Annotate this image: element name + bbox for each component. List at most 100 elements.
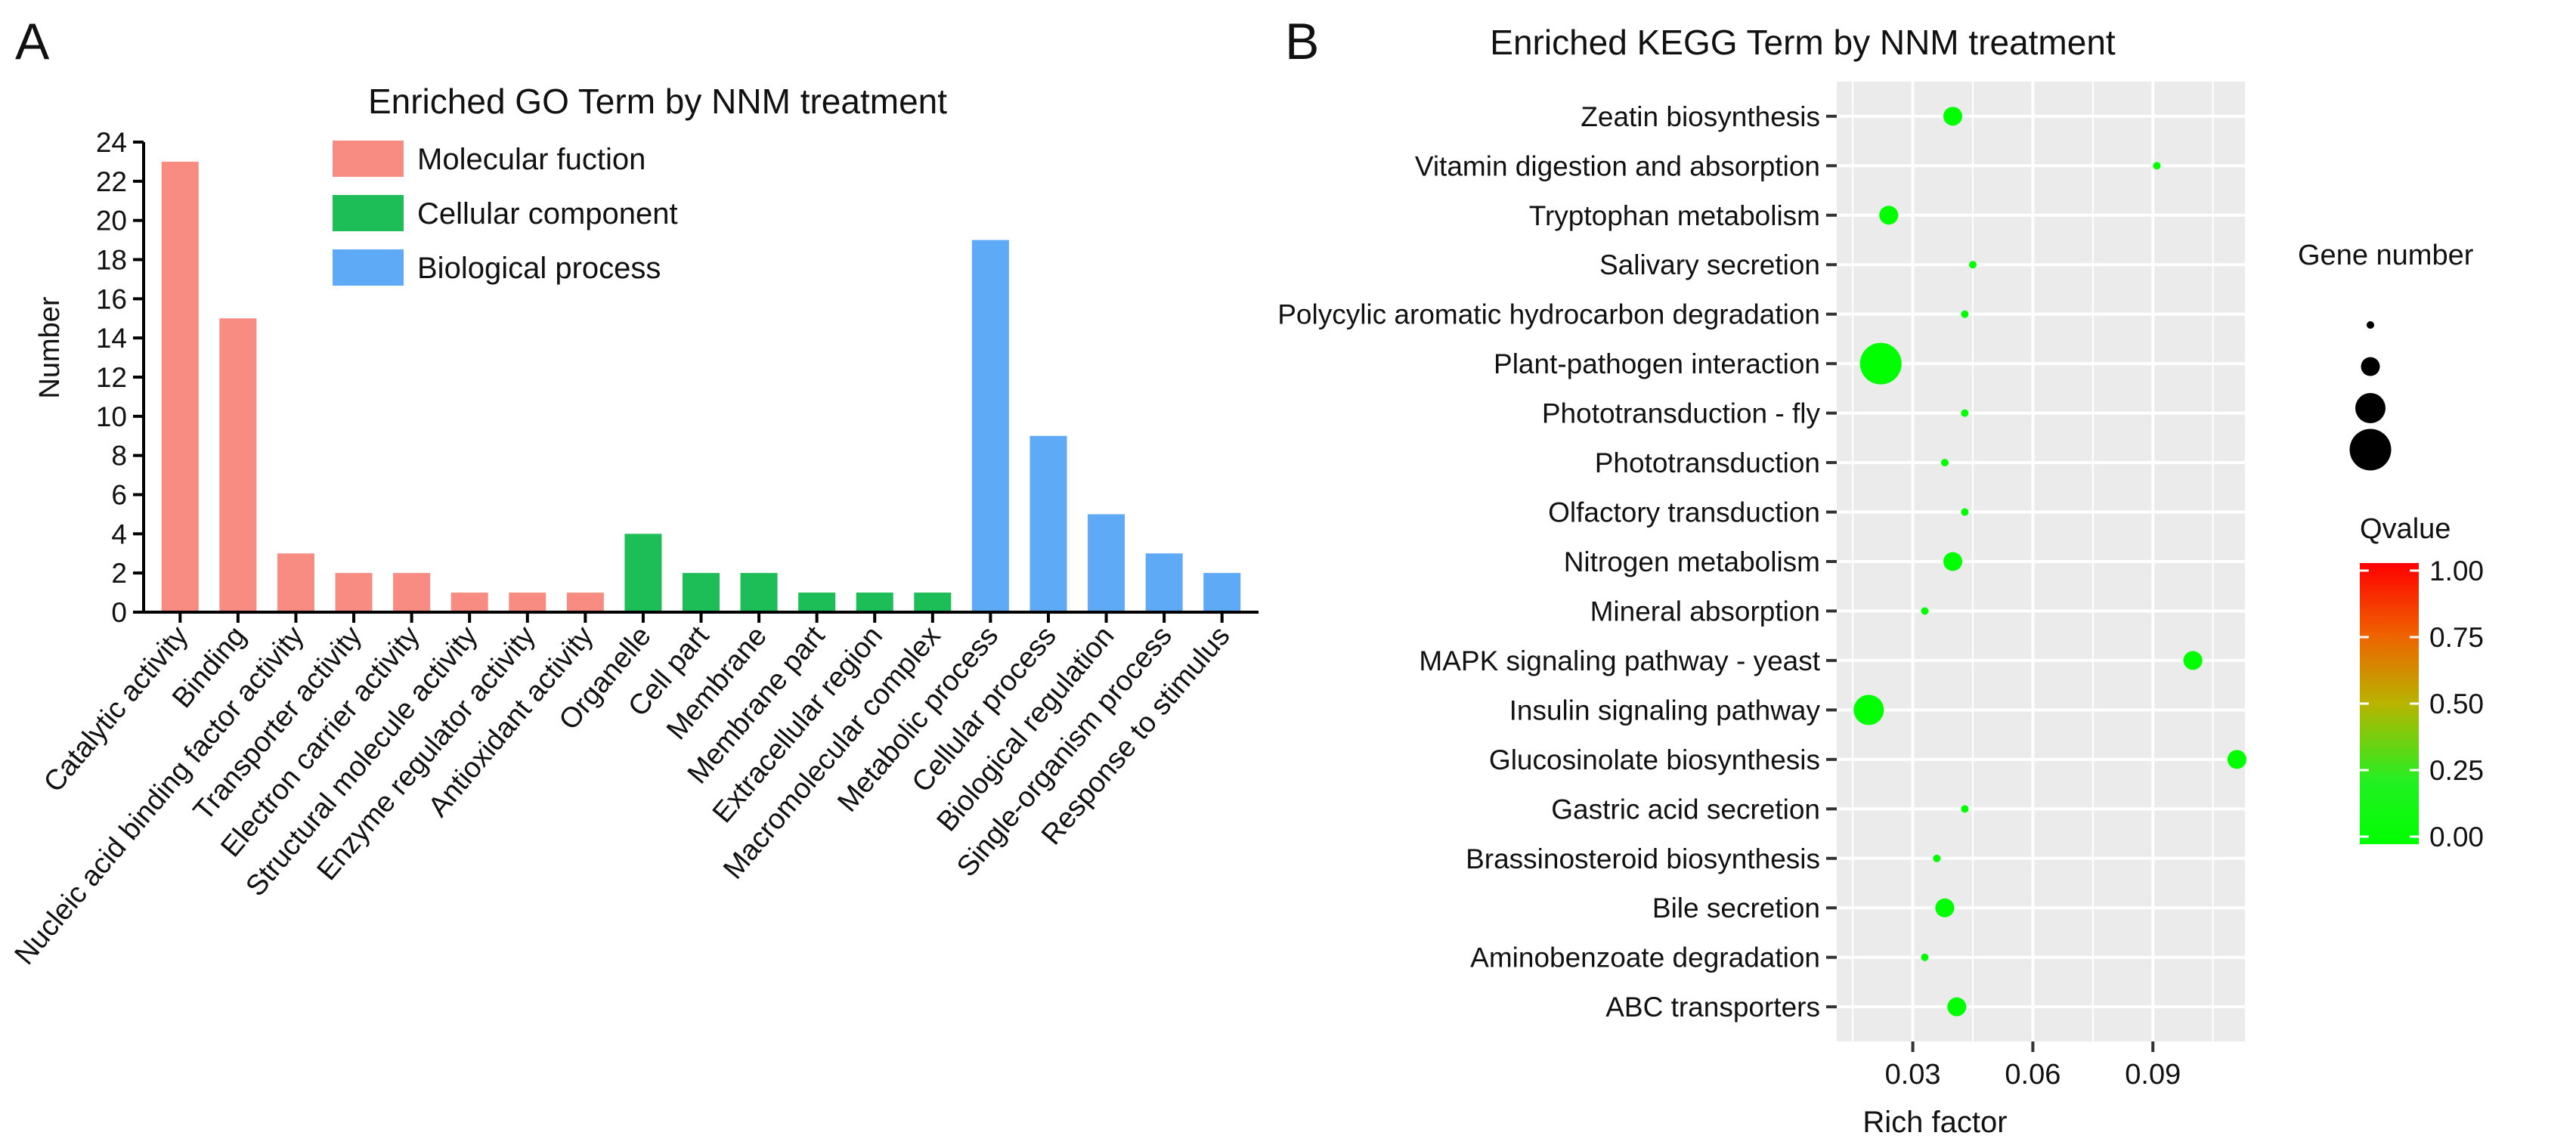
go-legend-swatch bbox=[333, 141, 404, 177]
kegg-point bbox=[2183, 651, 2203, 670]
go-bar bbox=[161, 161, 199, 612]
go-legend-swatch bbox=[333, 195, 404, 231]
go-bar bbox=[450, 593, 488, 612]
gene-number-legend-dot bbox=[2355, 393, 2386, 423]
kegg-point bbox=[1935, 898, 1955, 917]
go-y-tick-label: 14 bbox=[96, 323, 127, 354]
go-y-tick-label: 18 bbox=[96, 245, 127, 276]
kegg-y-tick-label: Vitamin digestion and absorption bbox=[1415, 150, 1820, 181]
qvalue-colorbar bbox=[2360, 563, 2419, 844]
go-legend-label: Biological process bbox=[417, 252, 661, 285]
kegg-x-axis-label: Rich factor bbox=[1862, 1106, 2007, 1139]
kegg-y-tick-label: Zeatin biosynthesis bbox=[1581, 101, 1820, 132]
go-y-tick-label: 6 bbox=[111, 480, 127, 511]
kegg-point bbox=[1943, 107, 1963, 126]
go-bar bbox=[798, 593, 836, 612]
kegg-point bbox=[1921, 953, 1929, 961]
go-bar bbox=[856, 593, 893, 612]
go-y-tick-label: 22 bbox=[96, 166, 127, 197]
go-y-tick-label: 8 bbox=[111, 441, 127, 472]
kegg-y-tick-label: Polycylic aromatic hydrocarbon degradati… bbox=[1277, 299, 1820, 330]
kegg-point bbox=[2227, 750, 2246, 769]
go-bar bbox=[393, 573, 431, 612]
go-bar bbox=[1203, 573, 1241, 612]
go-bar bbox=[624, 534, 662, 612]
go-y-tick-label: 2 bbox=[111, 558, 127, 589]
go-bar-chart: A Enriched GO Term by NNM treatment Numb… bbox=[9, 13, 1259, 971]
kegg-point bbox=[1879, 206, 1899, 225]
gene-number-legend-dot bbox=[2367, 321, 2374, 329]
gene-number-legend-dot bbox=[2361, 357, 2380, 376]
qvalue-legend-label: 0.00 bbox=[2429, 822, 2484, 852]
go-bar bbox=[219, 318, 257, 612]
kegg-y-tick-label: Salivary secretion bbox=[1599, 249, 1820, 280]
go-bar bbox=[971, 240, 1009, 612]
go-y-tick-label: 20 bbox=[96, 206, 127, 237]
kegg-x-tick-label: 0.06 bbox=[2005, 1059, 2060, 1091]
go-bars bbox=[161, 161, 1241, 612]
go-y-tick-label: 12 bbox=[96, 362, 127, 393]
qvalue-legend-label: 0.75 bbox=[2429, 622, 2484, 653]
go-bar bbox=[1029, 435, 1067, 612]
kegg-y-tick-label: Phototransduction bbox=[1595, 447, 1820, 478]
kegg-point bbox=[1947, 997, 1967, 1016]
kegg-y-tick-label: ABC transporters bbox=[1605, 992, 1820, 1023]
go-y-tick-label: 16 bbox=[96, 283, 127, 314]
kegg-points bbox=[1853, 107, 2246, 1016]
go-legend-label: Cellular component bbox=[417, 197, 678, 231]
kegg-point bbox=[1961, 409, 1969, 417]
kegg-x-tick-label: 0.09 bbox=[2125, 1059, 2181, 1091]
gene-number-legend-dot bbox=[2349, 429, 2392, 471]
kegg-y-tick-label: Bile secretion bbox=[1652, 893, 1820, 924]
gene-number-legend-title: Gene number bbox=[2298, 240, 2474, 271]
kegg-point bbox=[1940, 459, 1949, 467]
kegg-bubble-chart: B Enriched KEGG Term by NNM treatment Ze… bbox=[1277, 13, 2484, 1139]
go-bar bbox=[1088, 514, 1125, 612]
kegg-point bbox=[1969, 261, 1977, 269]
kegg-x-axis: 0.03 0.06 0.09 bbox=[1885, 1041, 2181, 1091]
qvalue-legend-title: Qvalue bbox=[2360, 513, 2451, 545]
go-bar bbox=[566, 593, 604, 612]
kegg-point bbox=[1859, 342, 1902, 385]
panel-a-letter: A bbox=[15, 13, 50, 70]
go-y-axis-label: Number bbox=[34, 296, 66, 398]
qvalue-legend: Qvalue 0.00 0.25 0.50 0.75 1.00 bbox=[2360, 513, 2484, 852]
go-bar bbox=[682, 573, 720, 612]
kegg-y-tick-label: Mineral absorption bbox=[1590, 596, 1820, 627]
go-bar bbox=[335, 573, 373, 612]
go-bar bbox=[277, 553, 314, 612]
kegg-y-tick-label: MAPK signaling pathway - yeast bbox=[1419, 645, 1820, 676]
kegg-point bbox=[1933, 854, 1941, 862]
kegg-x-tick-label: 0.03 bbox=[1885, 1059, 1941, 1091]
kegg-point bbox=[1853, 695, 1884, 726]
go-bar bbox=[1145, 553, 1183, 612]
go-chart-title: Enriched GO Term by NNM treatment bbox=[368, 82, 947, 121]
gene-number-legend: Gene number bbox=[2298, 240, 2474, 471]
kegg-y-tick-label: Phototransduction - fly bbox=[1542, 398, 1821, 429]
qvalue-legend-label: 1.00 bbox=[2429, 555, 2484, 586]
kegg-y-tick-label: Nitrogen metabolism bbox=[1564, 546, 1820, 577]
qvalue-legend-label: 0.50 bbox=[2429, 688, 2484, 719]
kegg-y-tick-label: Brassinosteroid biosynthesis bbox=[1466, 843, 1820, 874]
kegg-point bbox=[1921, 607, 1929, 615]
go-bar bbox=[740, 573, 778, 612]
kegg-y-tick-label: Aminobenzoate degradation bbox=[1470, 942, 1820, 973]
qvalue-legend-label: 0.25 bbox=[2429, 755, 2484, 786]
kegg-point bbox=[1961, 508, 1969, 516]
go-legend-swatch bbox=[333, 249, 404, 286]
go-bar bbox=[914, 593, 952, 612]
go-legend-label: Molecular fuction bbox=[417, 143, 646, 176]
kegg-point bbox=[2153, 162, 2161, 170]
go-y-tick-label: 0 bbox=[111, 597, 127, 628]
kegg-point bbox=[1943, 552, 1963, 571]
kegg-point bbox=[1961, 310, 1969, 318]
go-bar bbox=[509, 593, 546, 612]
kegg-y-tick-label: Insulin signaling pathway bbox=[1509, 695, 1821, 726]
kegg-y-tick-label: Olfactory transduction bbox=[1548, 497, 1820, 528]
kegg-y-tick-label: Glucosinolate biosynthesis bbox=[1489, 744, 1820, 775]
